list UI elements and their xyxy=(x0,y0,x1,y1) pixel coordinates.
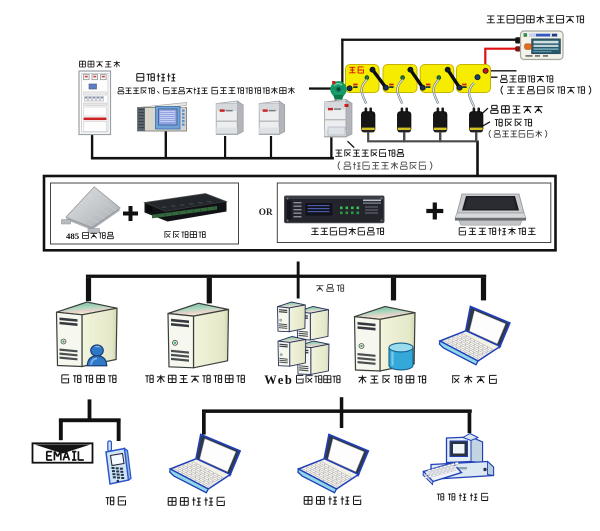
svg-text:Web: Web xyxy=(264,373,293,387)
svg-text:OR: OR xyxy=(259,207,273,217)
svg-text:485: 485 xyxy=(66,231,80,241)
